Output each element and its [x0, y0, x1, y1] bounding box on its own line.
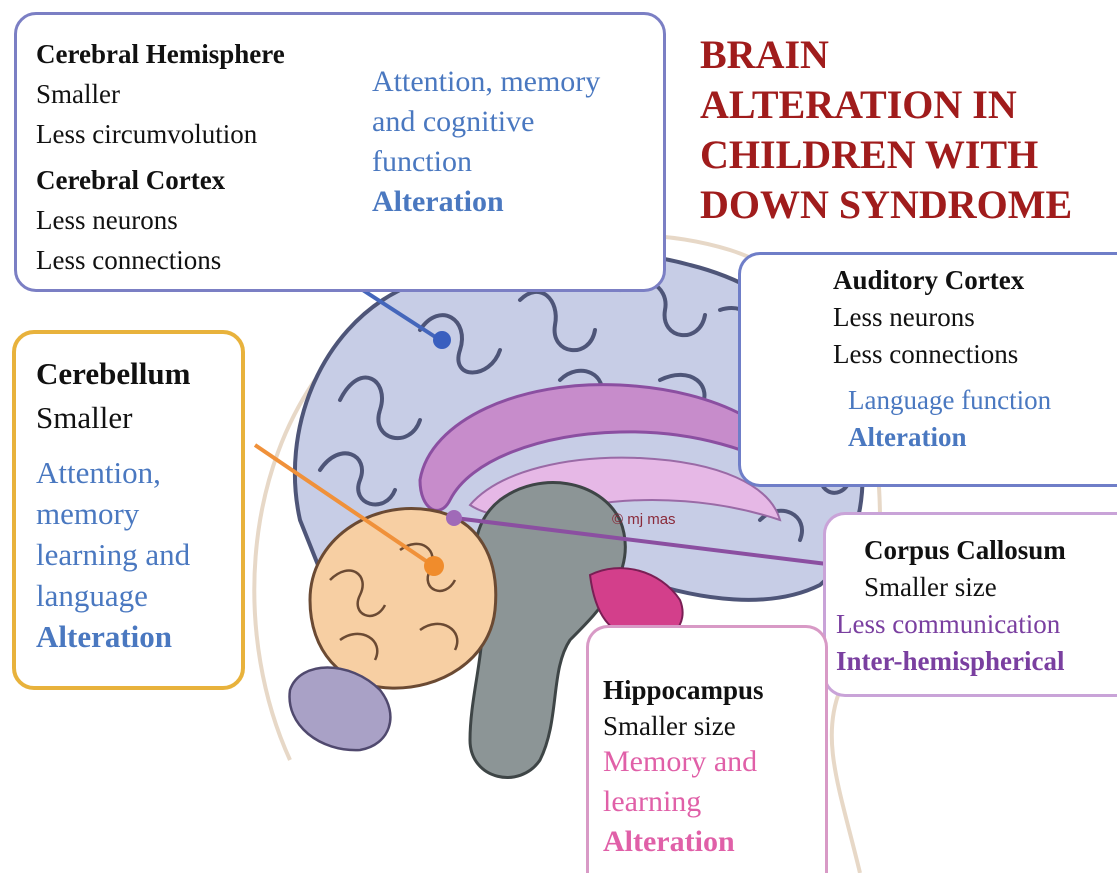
cerebral-line: Smaller: [36, 74, 285, 114]
title-line: DOWN SYNDROME: [700, 180, 1072, 230]
effect-line: Attention, memory: [372, 62, 600, 102]
effect-line: learning and: [36, 534, 190, 575]
cerebral-text: Cerebral Hemisphere Smaller Less circumv…: [36, 34, 285, 280]
corpus-heading: Corpus Callosum: [864, 532, 1066, 569]
auditory-line: Less connections: [833, 336, 1024, 373]
effect-bold: Alteration: [848, 419, 1051, 456]
effect-line: Attention,: [36, 452, 190, 493]
cerebral-line: Less circumvolution: [36, 114, 285, 154]
cerebral-hemisphere-heading: Cerebral Hemisphere: [36, 34, 285, 74]
effect-line: memory: [36, 493, 190, 534]
effect-line: function: [372, 142, 600, 182]
corpus-line: Smaller size: [864, 569, 1066, 606]
cerebellum-dot: [424, 556, 444, 576]
corpus-dot: [446, 510, 462, 526]
hippocampus-text: Hippocampus Smaller size: [603, 672, 764, 744]
effect-line: learning: [603, 782, 757, 822]
auditory-text: Auditory Cortex Less neurons Less connec…: [833, 262, 1024, 373]
hippocampus-effect: Memory and learning Alteration: [603, 742, 757, 862]
cerebellum-heading: Cerebellum: [36, 352, 190, 396]
watermark: © mj mas: [612, 511, 676, 528]
cerebellum-line: Smaller: [36, 396, 190, 440]
title-line: BRAIN: [700, 30, 1072, 80]
auditory-effect: Language function Alteration: [848, 382, 1051, 456]
corpus-text: Corpus Callosum Smaller size: [864, 532, 1066, 606]
auditory-line: Less neurons: [833, 299, 1024, 336]
title-line: CHILDREN WITH: [700, 130, 1072, 180]
effect-bold: Alteration: [603, 822, 757, 862]
effect-line: Less communication: [836, 606, 1064, 643]
corpus-effect: Less communication Inter-hemispherical: [836, 606, 1064, 680]
effect-line: Memory and: [603, 742, 757, 782]
page-title: BRAIN ALTERATION IN CHILDREN WITH DOWN S…: [700, 30, 1072, 230]
title-line: ALTERATION IN: [700, 80, 1072, 130]
cerebral-line: Less neurons: [36, 200, 285, 240]
cerebellum-effect: Attention, memory learning and language …: [36, 452, 190, 657]
effect-bold: Inter-hemispherical: [836, 643, 1064, 680]
effect-line: language: [36, 575, 190, 616]
cerebral-line: Less connections: [36, 240, 285, 280]
effect-line: Language function: [848, 382, 1051, 419]
cerebral-cortex-heading: Cerebral Cortex: [36, 160, 285, 200]
hippocampus-heading: Hippocampus: [603, 672, 764, 708]
effect-bold: Alteration: [36, 616, 190, 657]
cerebellum-text: Cerebellum Smaller Attention, memory lea…: [36, 352, 190, 657]
auditory-heading: Auditory Cortex: [833, 262, 1024, 299]
cerebellum-shape: [310, 508, 496, 688]
hippocampus-line: Smaller size: [603, 708, 764, 744]
effect-line: and cognitive: [372, 102, 600, 142]
cerebral-effect: Attention, memory and cognitive function…: [372, 62, 600, 222]
effect-bold: Alteration: [372, 182, 600, 222]
cerebral-dot: [433, 331, 451, 349]
